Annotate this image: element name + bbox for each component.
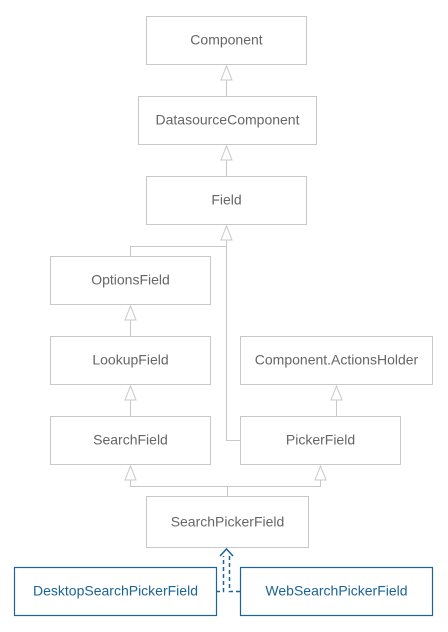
node-label: DatasourceComponent xyxy=(156,112,300,128)
node-picker-field: PickerField xyxy=(240,416,401,465)
edge-optionsfield-field xyxy=(130,240,227,256)
node-label: PickerField xyxy=(286,432,355,448)
node-actions-holder: Component.ActionsHolder xyxy=(240,336,433,385)
node-search-picker-field: SearchPickerField xyxy=(146,496,309,548)
edge-searchpickerfield-pickerfield xyxy=(227,480,321,487)
node-label: Component xyxy=(190,32,262,48)
node-options-field: OptionsField xyxy=(50,256,211,305)
node-search-field: SearchField xyxy=(50,416,211,465)
arrowhead-searchfield xyxy=(124,464,137,481)
node-component: Component xyxy=(146,16,307,65)
node-web-search-picker-field: WebSearchPickerField xyxy=(239,566,434,617)
node-label: Component.ActionsHolder xyxy=(255,352,419,368)
arrowhead-lookupfield xyxy=(124,384,137,401)
arrowhead-datasourcecomponent xyxy=(220,144,233,161)
edge-pickerfield-field xyxy=(226,240,240,441)
edge-searchpickerfield-searchfield xyxy=(130,480,228,496)
arrowheads xyxy=(124,64,343,481)
arrowhead-component xyxy=(220,64,233,81)
node-desktop-search-picker-field: DesktopSearchPickerField xyxy=(13,566,218,617)
edge-web-searchpickerfield xyxy=(228,556,240,593)
arrowhead-optionsfield xyxy=(124,304,137,321)
node-label: SearchField xyxy=(93,432,168,448)
node-label: WebSearchPickerField xyxy=(265,583,407,599)
node-label: SearchPickerField xyxy=(171,514,285,530)
arrowhead-searchpickerfield xyxy=(219,547,234,557)
arrowhead-field xyxy=(220,224,233,241)
node-field: Field xyxy=(146,176,307,225)
node-lookup-field: LookupField xyxy=(50,336,211,385)
node-label: Field xyxy=(211,192,241,208)
arrowhead-pickerfield xyxy=(314,464,327,481)
node-label: DesktopSearchPickerField xyxy=(33,583,198,599)
connectors xyxy=(130,80,337,496)
realization-connectors xyxy=(216,547,240,593)
edge-desktop-searchpickerfield xyxy=(216,556,225,593)
node-datasource-component: DatasourceComponent xyxy=(138,96,317,145)
arrowhead-actionsholder xyxy=(330,384,343,401)
node-label: OptionsField xyxy=(91,272,170,288)
node-label: LookupField xyxy=(92,352,168,368)
